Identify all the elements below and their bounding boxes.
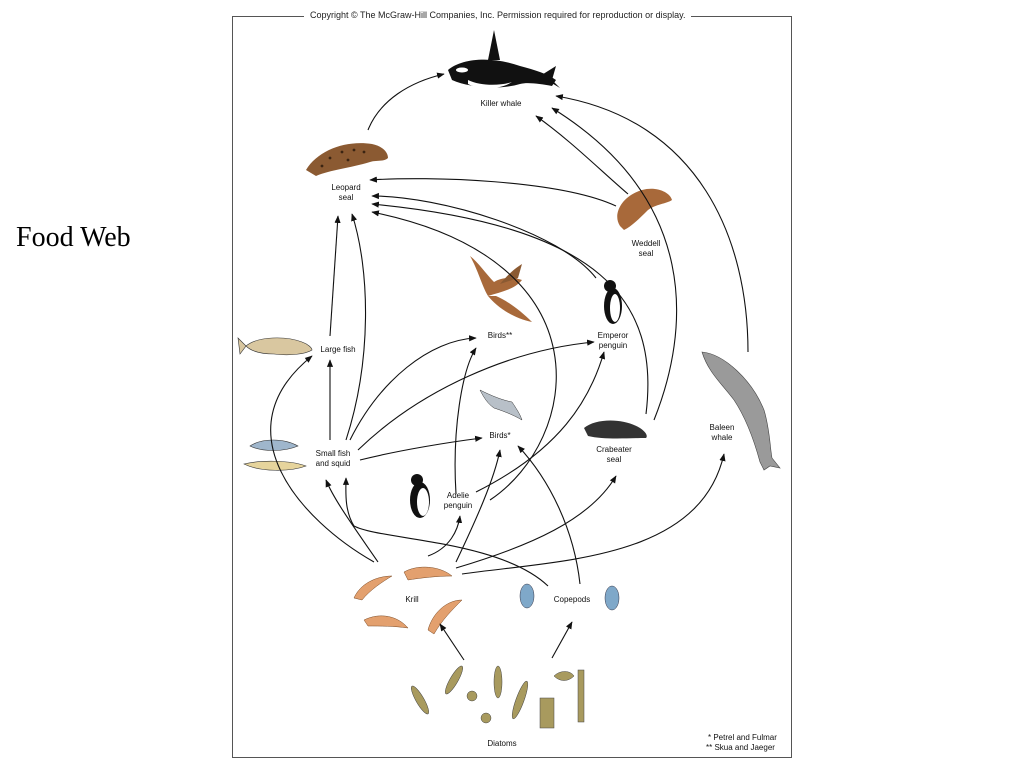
- leopard-seal-illustration: [306, 143, 388, 176]
- leopard-seal-label-line2: seal: [339, 193, 354, 202]
- baleen-whale-illustration: [701, 351, 781, 471]
- feeding-arrows: [270, 72, 749, 661]
- copepods-label: Copepods: [554, 595, 590, 604]
- small-fish-label-line1: Small fish: [316, 449, 351, 458]
- diatom-illustration: [411, 665, 585, 729]
- killer-whale-illustration: [448, 30, 560, 89]
- birds-skua-label: Birds**: [488, 331, 512, 340]
- emperor-penguin-illustration: [604, 280, 622, 324]
- copepod-illustration: [519, 583, 620, 611]
- emperor-penguin-label-line2: penguin: [599, 341, 627, 350]
- weddell-seal-label-line2: seal: [639, 249, 654, 258]
- small-fish-label-line2: and squid: [316, 459, 351, 468]
- diatoms-label: Diatoms: [487, 739, 516, 748]
- slide-title: Food Web: [16, 222, 131, 253]
- skua-bird-illustration: [470, 256, 532, 322]
- baleen-whale-label-line1: Baleen: [710, 423, 735, 432]
- copyright-notice: Copyright © The McGraw-Hill Companies, I…: [304, 10, 692, 20]
- crabeater-seal-label-line2: seal: [607, 455, 622, 464]
- crabeater-seal-label-line1: Crabeater: [596, 445, 632, 454]
- baleen-whale-label-line2: whale: [711, 433, 733, 442]
- krill-illustration: [353, 566, 463, 635]
- petrel-bird-illustration: [479, 389, 523, 421]
- leopard-seal-label-line1: Leopard: [331, 183, 360, 192]
- krill-label: Krill: [405, 595, 419, 604]
- adelie-penguin-label-line1: Adelie: [447, 491, 470, 500]
- footnote-double-asterisk: ** Skua and Jaeger: [706, 743, 775, 752]
- weddell-seal-label-line1: Weddell: [632, 239, 661, 248]
- large-fish-illustration: [237, 337, 313, 356]
- large-fish-label: Large fish: [320, 345, 355, 354]
- weddell-seal-illustration: [617, 188, 672, 230]
- emperor-penguin-label-line1: Emperor: [598, 331, 629, 340]
- crabeater-seal-illustration: [584, 420, 647, 439]
- small-fish-illustration: [243, 439, 307, 471]
- footnote-single-asterisk: * Petrel and Fulmar: [708, 733, 777, 742]
- adelie-penguin-label-line2: penguin: [444, 501, 472, 510]
- birds-petrel-label: Birds*: [489, 431, 510, 440]
- adelie-penguin-illustration: [410, 474, 430, 518]
- killer-whale-label: Killer whale: [481, 99, 522, 108]
